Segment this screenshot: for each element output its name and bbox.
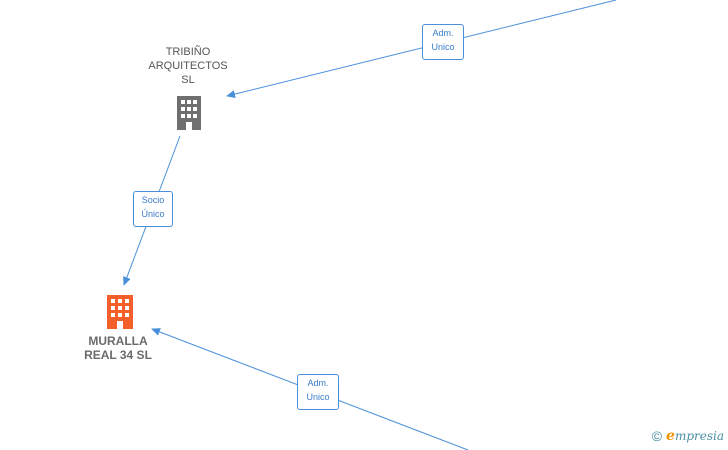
edge-label-adm-top: Adm. Unico xyxy=(422,24,464,60)
node-label-muralla: MURALLA REAL 34 SL xyxy=(84,334,152,362)
building-icon[interactable] xyxy=(104,295,136,329)
brand-logo: © empresia xyxy=(652,428,724,444)
copyright-icon: © xyxy=(651,428,663,444)
edge-line-adm-top xyxy=(226,0,617,98)
building-icon[interactable] xyxy=(174,96,204,130)
brand-name: mpresia xyxy=(674,429,724,443)
node-label-tribino: TRIBIÑO ARQUITECTOS SL xyxy=(148,46,228,86)
edge-label-adm-bottom: Adm. Unico xyxy=(297,374,339,410)
edge-label-socio: Socio Único xyxy=(133,191,173,227)
brand-initial: e xyxy=(666,428,675,444)
